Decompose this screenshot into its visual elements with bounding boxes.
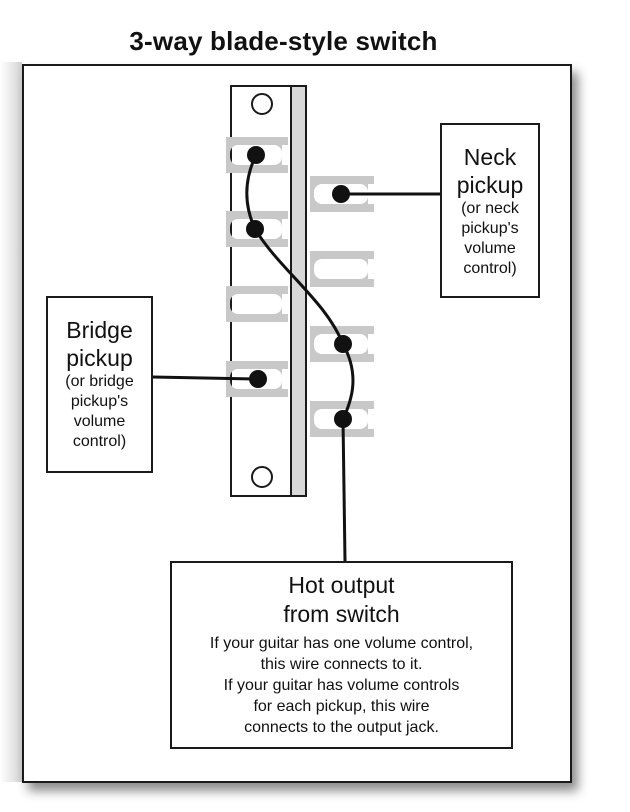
hot-output-label: Hot output from switch If your guitar ha… bbox=[170, 561, 513, 749]
solder-dot bbox=[332, 185, 350, 203]
switch-rail bbox=[290, 85, 307, 497]
bridge-pickup-label: Bridge pickup (or bridge pickup's volume… bbox=[46, 296, 153, 473]
lug-left-4 bbox=[226, 361, 288, 397]
neck-pickup-note: (or neck pickup's volume control) bbox=[461, 200, 519, 277]
lug-right-3 bbox=[310, 326, 374, 362]
solder-joints bbox=[246, 146, 352, 428]
neck-pickup-label: Neck pickup (or neck pickup's volume con… bbox=[440, 123, 540, 298]
neck-pickup-title: Neck pickup bbox=[456, 144, 524, 198]
lug-right-2 bbox=[310, 251, 374, 287]
wire-bridge bbox=[151, 375, 260, 381]
mounting-hole-top bbox=[251, 93, 273, 115]
lug-left-1 bbox=[226, 137, 288, 173]
mounting-hole-bottom bbox=[251, 466, 273, 488]
hot-output-note: If your guitar has one volume control, t… bbox=[209, 635, 474, 736]
wire-output bbox=[341, 417, 347, 563]
bridge-pickup-note: (or bridge pickup's volume control) bbox=[65, 373, 134, 450]
left-lugs bbox=[226, 137, 288, 397]
bridge-pickup-title: Bridge pickup bbox=[66, 317, 133, 371]
lug-right-1 bbox=[310, 176, 374, 212]
solder-dot bbox=[247, 146, 265, 164]
solder-dot bbox=[334, 410, 352, 428]
wire-jumper-cross bbox=[253, 227, 345, 346]
lug-left-2 bbox=[226, 211, 288, 247]
solder-dot bbox=[246, 220, 264, 238]
lug-left-3 bbox=[226, 286, 288, 322]
hot-output-title: Hot output from switch bbox=[283, 572, 400, 627]
page-edge-shadow bbox=[0, 62, 22, 782]
solder-dot bbox=[249, 370, 267, 388]
solder-dot bbox=[334, 335, 352, 353]
diagram-title: 3-way blade-style switch bbox=[129, 26, 438, 56]
right-lugs bbox=[310, 176, 374, 437]
